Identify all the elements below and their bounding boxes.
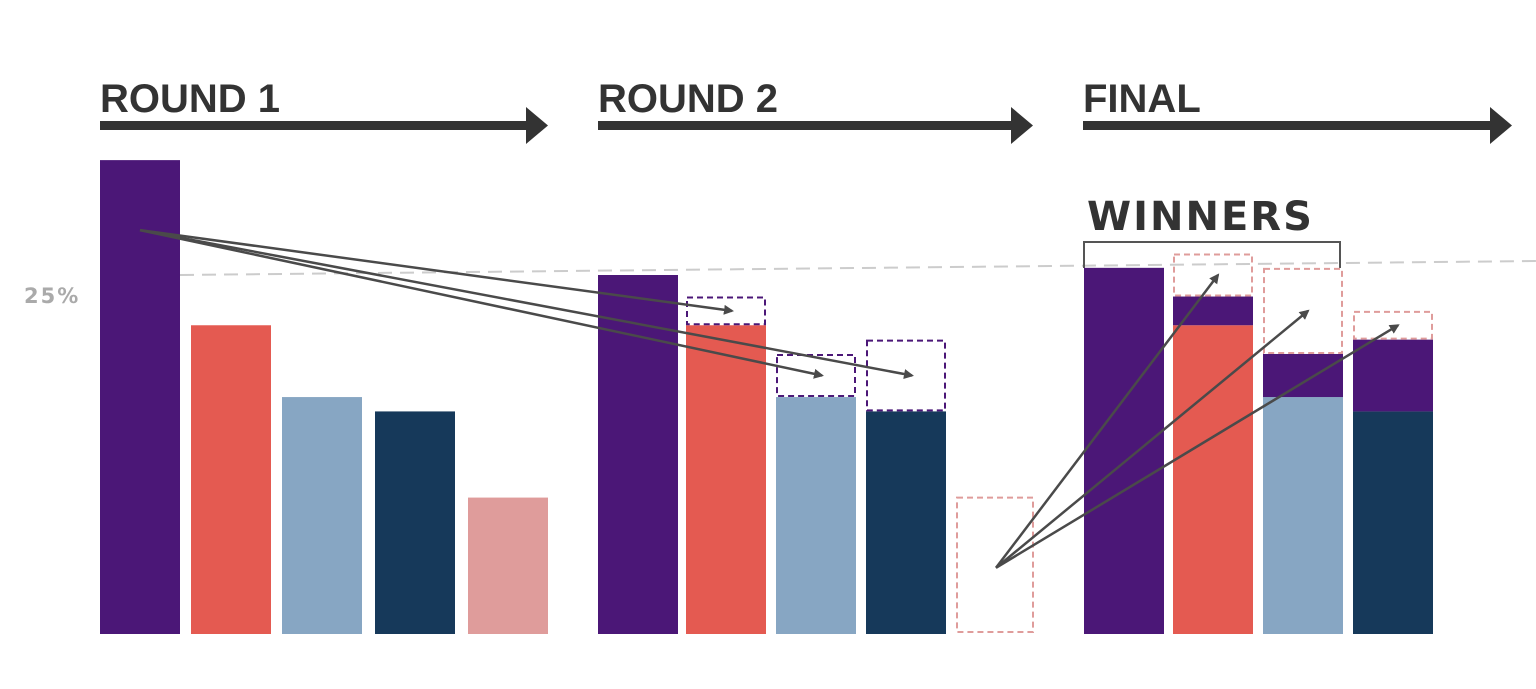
bar-round-2-D <box>866 339 946 634</box>
bar-round-1-A <box>100 160 180 634</box>
bar-segment-A <box>100 160 180 634</box>
bar-segment-E <box>468 497 548 634</box>
bar-segment-C <box>1263 397 1343 634</box>
bar-segment-A <box>598 275 678 634</box>
eliminated-votes-box-E <box>956 496 1034 633</box>
bar-segment-D <box>375 411 455 634</box>
transfer-arrows-layer <box>139 228 1400 569</box>
bar-round-1-B <box>191 325 271 634</box>
winners-label: WINNERS <box>1087 194 1314 240</box>
transfer-arrow-final-to-C <box>995 309 1310 569</box>
bar-segment-from-A <box>1353 339 1433 412</box>
bar-segment-B <box>1173 325 1253 634</box>
bar-segment-B <box>191 325 271 634</box>
bar-round-2-C <box>776 353 856 634</box>
bar-segment-D <box>1353 411 1433 634</box>
round-1-title: ROUND 1 <box>100 77 280 121</box>
round-arrows <box>100 107 1512 144</box>
received-votes-box-from-A <box>686 296 766 326</box>
threshold-label: 25% <box>24 284 80 308</box>
bar-segment-from-A <box>1173 296 1253 326</box>
received-votes-box-from-E <box>1173 253 1253 297</box>
bar-final-C <box>1263 267 1343 634</box>
bar-round-2-E <box>956 496 1034 633</box>
bar-round-1-E <box>468 497 548 634</box>
round-1-arrow <box>100 107 548 144</box>
final-title: FINAL <box>1083 77 1201 121</box>
bar-final-D <box>1353 310 1433 634</box>
bars-layer <box>100 160 1433 634</box>
bar-segment-A <box>1084 267 1164 634</box>
threshold-dashed-line <box>179 260 1536 276</box>
bar-final-A <box>1084 267 1164 634</box>
received-votes-box-from-E <box>1353 310 1433 340</box>
bar-round-1-C <box>282 397 362 634</box>
transfer-arrow-final-to-B <box>995 273 1220 569</box>
round-2-arrow <box>598 107 1033 144</box>
bar-round-1-D <box>375 411 455 634</box>
bar-segment-C <box>776 397 856 634</box>
winners-bracket <box>1083 241 1341 268</box>
bar-segment-from-A <box>1263 353 1343 398</box>
received-votes-box-from-A <box>866 339 946 412</box>
transfer-arrow-round1-to-C <box>139 228 824 379</box>
bar-round-2-A <box>598 275 678 634</box>
bar-segment-D <box>866 411 946 634</box>
received-votes-box-from-A <box>776 353 856 398</box>
transfer-arrow-round1-to-B <box>139 228 734 315</box>
round-3-arrow <box>1083 107 1512 144</box>
transfer-arrow-final-to-D <box>995 324 1400 569</box>
transfer-arrow-round1-to-D <box>139 228 914 379</box>
bar-final-B <box>1173 253 1253 634</box>
received-votes-box-from-E <box>1263 267 1343 354</box>
bar-segment-B <box>686 325 766 634</box>
round-2-title: ROUND 2 <box>598 77 778 121</box>
bar-segment-C <box>282 397 362 634</box>
bar-round-2-B <box>686 296 766 634</box>
